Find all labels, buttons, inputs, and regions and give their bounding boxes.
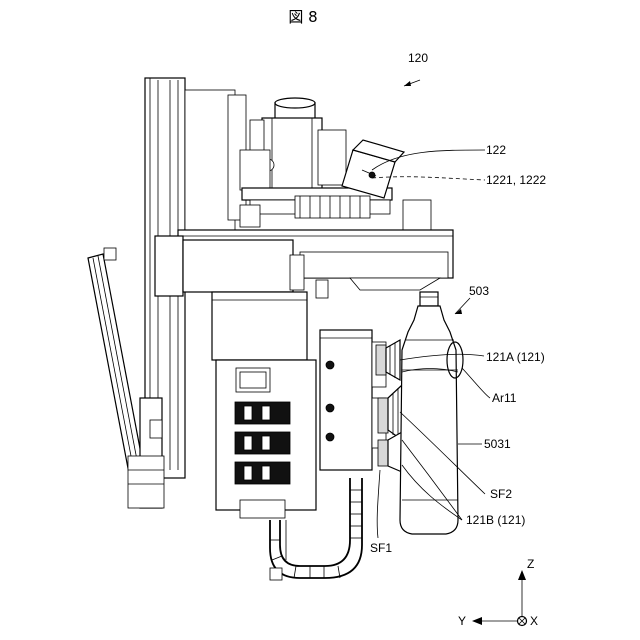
label-1221-1222: 1221, 1222 bbox=[486, 173, 546, 187]
label-122: 122 bbox=[486, 143, 506, 157]
axis-label-y: Y bbox=[458, 614, 466, 628]
axis-label-z: Z bbox=[527, 557, 534, 571]
horizontal-arm bbox=[155, 230, 453, 298]
label-Ar11: Ar11 bbox=[492, 391, 517, 405]
label-503: 503 bbox=[469, 284, 489, 298]
axis-indicator: Z Y X bbox=[458, 557, 538, 628]
label-SF1: SF1 bbox=[370, 541, 392, 555]
suction-pads bbox=[376, 340, 402, 472]
label-SF2: SF2 bbox=[490, 487, 512, 501]
label-5031: 5031 bbox=[484, 437, 511, 451]
figure-title: 図 8 bbox=[288, 8, 317, 26]
label-121B: 121B (121) bbox=[466, 513, 525, 527]
axis-label-x: X bbox=[530, 614, 538, 628]
bottle bbox=[400, 292, 463, 534]
label-121A: 121A (121) bbox=[486, 350, 545, 364]
label-120: 120 bbox=[408, 51, 428, 65]
gripper-body bbox=[212, 292, 386, 518]
motor-assembly bbox=[240, 98, 431, 230]
